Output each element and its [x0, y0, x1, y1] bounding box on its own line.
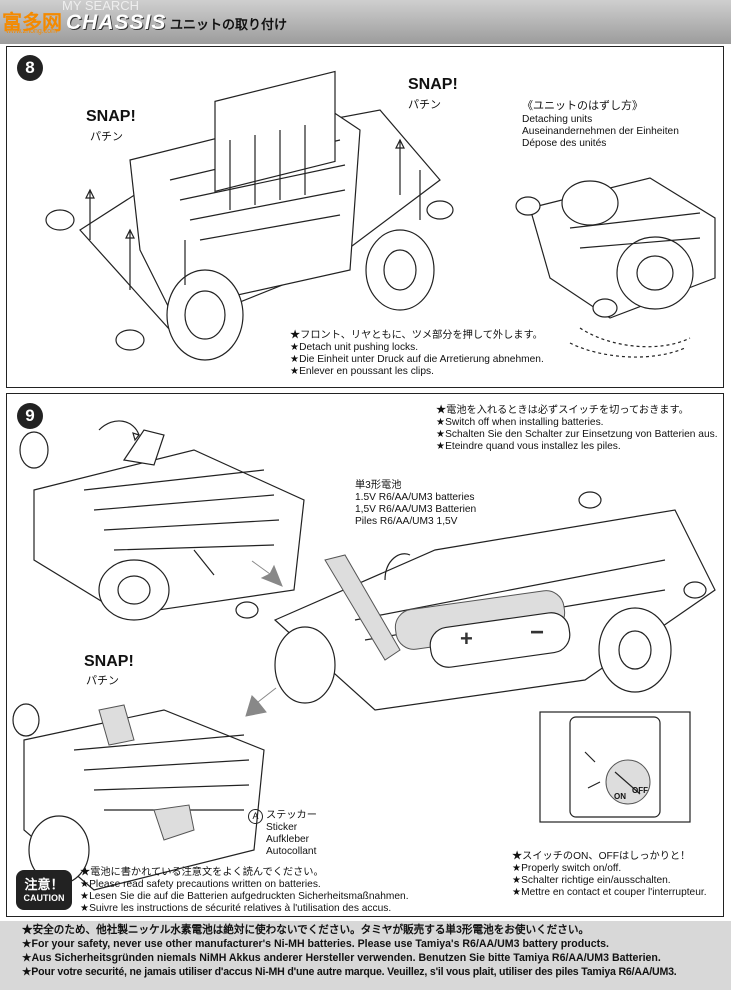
flow-arrow-right	[251, 560, 283, 587]
detach-note-fr: ★Enlever en poussant les clips.	[290, 366, 434, 377]
battery-label: 単3形電池 1.5V R6/AA/UM3 batteries 1,5V R6/A…	[355, 480, 476, 528]
snap-label-left: SNAP!	[86, 108, 136, 125]
sticker-marker: A	[248, 809, 263, 824]
caution-line-jp: ★電池に書かれている注意文をよく読んでください。	[80, 867, 324, 878]
detach-note: ★フロント、リヤともに、ツメ部分を押して外します。 ★Detach unit p…	[290, 330, 544, 378]
chassis-cover-open-illustration	[19, 420, 305, 621]
snap-label-cover-jp: パチン	[86, 675, 119, 687]
battery-warning-fr: ★Pour votre securité, ne jamais utiliser…	[22, 966, 677, 978]
caution-badge: 注意！ CAUTION	[16, 870, 72, 910]
battery-warning-de: ★Aus Sicherheitsgründen niemals NiMH Akk…	[22, 952, 661, 964]
step-8-number: 8	[17, 55, 43, 81]
detach-title-en: Detaching units	[522, 114, 593, 125]
switch-off-note-en: ★Switch off when installing batteries.	[436, 417, 604, 428]
switch-off-note: ★電池を入れるときは必ずスイッチを切っておきます。 ★Switch off wh…	[436, 405, 718, 453]
sticker-label-de: Aufkleber	[266, 834, 310, 845]
sticker-label: ステッカー Sticker Aufkleber Autocollant	[266, 810, 317, 858]
chassis-battery-install-illustration: + −	[235, 491, 716, 711]
caution-line-fr: ★Suivre les instructions de sécurité rel…	[80, 903, 392, 914]
page-title: ユニットの取り付け	[170, 17, 288, 32]
battery-label-fr: Piles R6/AA/UM3 1,5V	[355, 516, 458, 527]
snap-label-right-jp: パチン	[408, 99, 441, 111]
battery-warning: ★安全のため、他社製ニッケル水素電池は絶対に使わないでください。タミヤが販売する…	[22, 923, 677, 979]
chassis-cover-closed-illustration	[12, 703, 265, 891]
switch-off-label: OFF	[632, 786, 648, 795]
caution-line-de: ★Lesen Sie die auf die Batterien aufgedr…	[80, 891, 409, 902]
watermark-search: MY SEARCH	[62, 0, 140, 13]
caution-badge-en: CAUTION	[23, 893, 65, 903]
sticker-label-jp: ステッカー	[266, 810, 317, 821]
battery-label-de: 1,5V R6/AA/UM3 Batterien	[355, 504, 477, 515]
switch-instructions-en: ★Properly switch on/off.	[512, 863, 622, 874]
switch-off-note-de: ★Schalten Sie den Schalter zur Einsetzun…	[436, 429, 718, 440]
caution-text: ★電池に書かれている注意文をよく読んでください。 ★Please read sa…	[80, 867, 409, 915]
switch-instructions-fr: ★Mettre en contact et couper l'interrupt…	[512, 887, 707, 898]
detach-title: 《ユニットのはずし方》 Detaching units Auseinandern…	[522, 100, 679, 150]
battery-label-jp: 単3形電池	[355, 480, 402, 491]
battery-warning-en: ★For your safety, never use other manufa…	[22, 938, 609, 950]
switch-on-label: ON	[614, 792, 626, 801]
svg-text:+: +	[460, 626, 473, 651]
detach-title-jp: 《ユニットのはずし方》	[522, 100, 643, 112]
detach-title-fr: Dépose des unités	[522, 138, 607, 149]
watermark-logo: 富多网	[2, 12, 62, 34]
svg-text:−: −	[530, 619, 544, 646]
sticker-label-fr: Autocollant	[266, 846, 317, 857]
switch-instructions-de: ★Schalter richtige ein/ausschalten.	[512, 875, 671, 886]
chassis-assembly-illustration	[45, 70, 454, 361]
battery-label-en: 1.5V R6/AA/UM3 batteries	[355, 492, 475, 503]
caution-line-en: ★Please read safety precautions written …	[80, 879, 321, 890]
battery-warning-jp: ★安全のため、他社製ニッケル水素電池は絶対に使わないでください。タミヤが販売する…	[22, 924, 590, 936]
detach-note-jp: ★フロント、リヤともに、ツメ部分を押して外します。	[290, 330, 543, 341]
detach-note-de: ★Die Einheit unter Druck auf die Arretie…	[290, 354, 544, 365]
snap-label-right: SNAP!	[408, 76, 458, 93]
detach-note-en: ★Detach unit pushing locks.	[290, 342, 419, 353]
snap-label-cover: SNAP!	[84, 653, 134, 670]
caution-badge-jp: 注意！	[24, 877, 64, 892]
detach-unit-illustration	[515, 177, 716, 358]
sticker-label-en: Sticker	[266, 822, 298, 833]
power-switch-illustration	[539, 711, 691, 823]
header-bar	[0, 0, 731, 44]
flow-arrow-left	[245, 687, 277, 717]
switch-off-note-fr: ★Eteindre quand vous installez les piles…	[436, 441, 621, 452]
step-9-number: 9	[17, 403, 43, 429]
series-title: CHASSIS	[66, 11, 167, 34]
switch-instructions-jp: ★スイッチのON、OFFはしっかりと！	[512, 851, 691, 862]
switch-instructions: ★スイッチのON、OFFはしっかりと！ ★Properly switch on/…	[512, 851, 707, 899]
warning-band	[0, 921, 731, 990]
detach-title-de: Auseinandernehmen der Einheiten	[522, 126, 679, 137]
snap-label-left-jp: パチン	[90, 131, 123, 143]
watermark-url: www.zhong.com	[6, 28, 57, 35]
switch-off-note-jp: ★電池を入れるときは必ずスイッチを切っておきます。	[436, 405, 689, 416]
